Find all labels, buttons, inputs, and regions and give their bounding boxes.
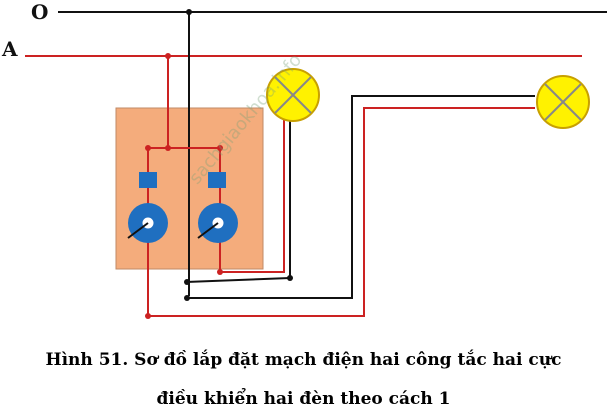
phase-wiring — [147, 56, 535, 317]
neutral-wiring — [185, 12, 535, 299]
junction-phase-mid — [165, 145, 171, 151]
terminal-icon — [208, 172, 226, 188]
terminal-icon — [139, 172, 157, 188]
junction-neutral-mid — [184, 279, 190, 285]
neutral-label: O — [31, 0, 49, 24]
figure-caption-line1: Hình 51. Sơ đồ lắp đặt mạch điện hai côn… — [45, 350, 562, 370]
junction-phase-right — [217, 145, 223, 151]
phase-label: A — [2, 37, 18, 61]
junction-neutral-top — [186, 9, 192, 15]
circuit-diagram — [25, 9, 607, 319]
switch-icon — [127, 203, 168, 243]
lamp-icon — [536, 75, 590, 129]
junction-phase-bottom-left — [145, 313, 151, 319]
junction-phase-top — [165, 53, 171, 59]
lamp-icon — [266, 68, 320, 122]
junction-neutral-bottom — [184, 295, 190, 301]
junction-phase-left — [145, 145, 151, 151]
junction-phase-bottom-right — [217, 269, 223, 275]
figure-caption-line2: điều khiển hai đèn theo cách 1 — [156, 389, 451, 409]
switch-icon — [197, 203, 238, 243]
